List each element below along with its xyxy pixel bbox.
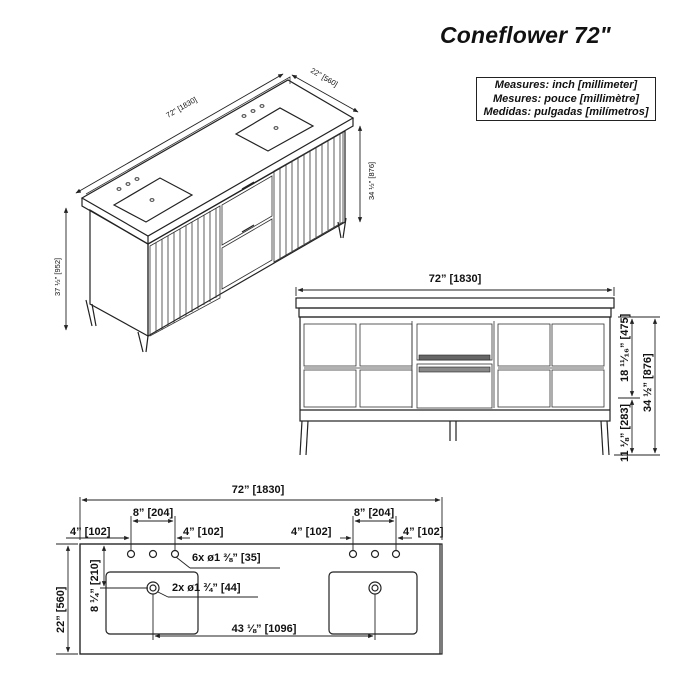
top-offset-left-outer: 4” [102] <box>70 526 111 538</box>
front-lower-height-label: 11 ⅛” [283] <box>619 404 631 462</box>
top-faucet-holes-label: 6x ø1 ⅜” [35] <box>192 552 261 564</box>
units-legend: Measures: inch [millimeter] Mesures: pou… <box>476 77 656 121</box>
iso-bottom-drawer <box>221 218 273 290</box>
iso-depth-label: 22" [560] <box>309 66 339 89</box>
iso-width-label: 72" [1830] <box>165 95 199 120</box>
iso-right-sink <box>234 107 315 152</box>
iso-drawer-pull <box>241 181 255 190</box>
top-width-label: 72” [1830] <box>232 484 285 496</box>
units-fr: Mesures: pouce [millimètre] <box>492 92 640 105</box>
iso-countertop-edge <box>81 118 354 245</box>
top-view: 72” [1830] 8” [204] 8” [204] 4” [102] 4”… <box>55 484 444 655</box>
isometric-view: 72" [1830] 22" [560] 34 ½" [876] 37 ½" [… <box>53 66 376 353</box>
front-body <box>299 316 611 422</box>
front-drawer-pull <box>418 366 491 373</box>
iso-total-height-label: 37 ½" [952] <box>53 258 62 296</box>
units-es: Medidas: pulgadas [milímetros] <box>483 106 649 118</box>
top-depth-label: 22” [560] <box>55 586 67 633</box>
top-drain-holes-label: 2x ø1 ¾” [44] <box>172 582 241 594</box>
iso-countertop-top <box>80 79 355 237</box>
front-upper-height-label: 18 ¹¹⁄₁₆” [475] <box>619 313 631 382</box>
faucet-holes <box>126 549 401 559</box>
iso-body-side <box>89 208 149 338</box>
top-right-spread-label: 8” [204] <box>354 507 395 519</box>
top-left-spread-label: 8” [204] <box>133 507 174 519</box>
top-left-sink <box>105 571 199 635</box>
drain-holes <box>146 581 382 595</box>
top-sink-spacing-label: 43 ⅛” [1096] <box>232 623 297 635</box>
top-offset-right-outer: 4” [102] <box>403 526 444 538</box>
top-drain-offset-label: 8 ¼” [210] <box>89 559 101 612</box>
top-offset-right-inner: 4” [102] <box>291 526 332 538</box>
front-width-label: 72” [1830] <box>429 273 482 285</box>
front-view: 72” [1830] 18 ¹¹⁄₁₆” [475] 11 ⅛” [283] 3… <box>295 273 660 462</box>
top-offset-left-inner: 4” [102] <box>183 526 224 538</box>
top-right-sink <box>328 571 418 635</box>
iso-left-door <box>149 205 221 337</box>
front-countertop <box>295 297 615 309</box>
page-title: Coneflower 72" <box>440 22 611 48</box>
units-en: Measures: inch [millimeter] <box>494 79 638 91</box>
front-total-height-label: 34 ½” [876] <box>642 353 654 412</box>
iso-body-height-label: 34 ½" [876] <box>367 162 376 200</box>
iso-right-door <box>273 131 344 263</box>
